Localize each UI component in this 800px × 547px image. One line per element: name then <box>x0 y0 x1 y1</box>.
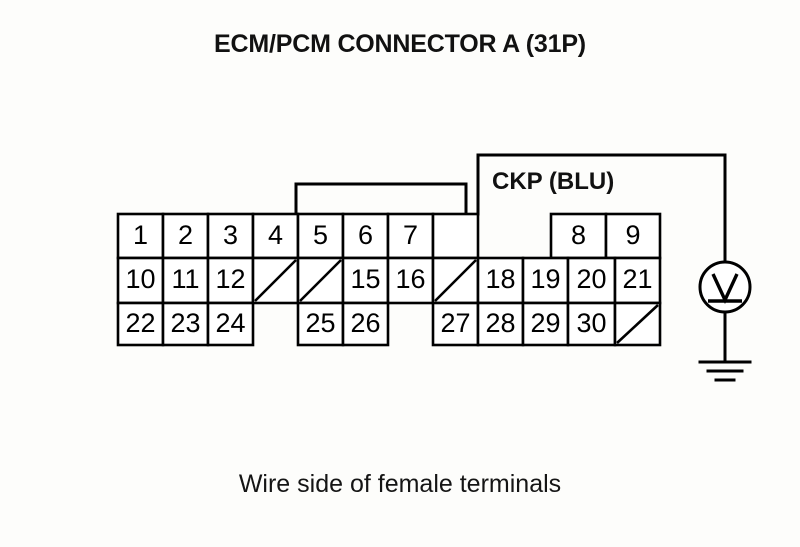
svg-text:15: 15 <box>350 264 380 294</box>
svg-text:4: 4 <box>268 220 283 250</box>
ground-symbol <box>698 360 752 382</box>
pin-cell-15: 15 <box>341 256 390 305</box>
pin-cell-3: 3 <box>206 212 255 260</box>
blank-cell-r2-c8 <box>431 256 480 305</box>
connector-row-1: 1 2 3 4 5 6 7 <box>116 212 662 260</box>
svg-text:21: 21 <box>622 264 652 294</box>
page-title: ECM/PCM CONNECTOR A (31P) <box>214 30 586 58</box>
pin-cell-23: 23 <box>161 301 210 347</box>
svg-text:19: 19 <box>530 264 560 294</box>
svg-text:5: 5 <box>313 220 328 250</box>
svg-text:1: 1 <box>133 220 148 250</box>
svg-text:25: 25 <box>305 308 335 338</box>
ckp-wire-label: CKP (BLU) <box>492 168 615 195</box>
blank-cell-r2-c4 <box>251 256 300 305</box>
svg-text:18: 18 <box>485 264 515 294</box>
pin-cell-11: 11 <box>161 256 210 305</box>
pin-cell-25: 25 <box>296 301 345 347</box>
svg-text:8: 8 <box>571 220 586 250</box>
pin-cell-12: 12 <box>206 256 255 305</box>
pin-cell-29: 29 <box>521 301 570 347</box>
pin-cell-20: 20 <box>566 256 617 305</box>
connector-latch-bracket <box>294 182 468 216</box>
blank-cell-r2-c5 <box>296 256 345 305</box>
svg-text:30: 30 <box>576 308 606 338</box>
ckp-wire-path <box>476 153 727 264</box>
svg-text:29: 29 <box>530 308 560 338</box>
pin-cell-6: 6 <box>341 212 390 260</box>
pin-cell-21: 21 <box>613 256 662 305</box>
diagram-caption: Wire side of female terminals <box>238 470 562 498</box>
pin-cell-18: 18 <box>476 256 525 305</box>
svg-text:3: 3 <box>223 220 238 250</box>
pin-cell-1: 1 <box>116 212 165 260</box>
svg-text:12: 12 <box>215 264 245 294</box>
pin-cell-19: 19 <box>521 256 570 305</box>
pin-cell-22: 22 <box>116 301 165 347</box>
svg-text:22: 22 <box>125 308 155 338</box>
svg-text:10: 10 <box>125 264 155 294</box>
pin-cell-16: 16 <box>386 256 435 305</box>
voltmeter-symbol <box>698 260 752 364</box>
pin-cell-4: 4 <box>251 212 300 260</box>
svg-text:27: 27 <box>440 308 470 338</box>
connector-row-2: 10 11 12 15 <box>116 256 662 305</box>
connector-row-3: 22 23 24 25 26 27 <box>116 301 662 347</box>
pin-cell-28: 28 <box>476 301 525 347</box>
svg-text:16: 16 <box>395 264 425 294</box>
pin-cell-27: 27 <box>431 301 480 347</box>
svg-text:26: 26 <box>350 308 380 338</box>
connector-shoulder-right <box>431 212 480 260</box>
pin-cell-10: 10 <box>116 256 165 305</box>
svg-text:6: 6 <box>358 220 373 250</box>
pin-cell-9: 9 <box>604 212 662 260</box>
svg-text:11: 11 <box>171 264 199 294</box>
pin-cell-26: 26 <box>341 301 390 347</box>
svg-text:20: 20 <box>576 264 606 294</box>
pin-cell-2: 2 <box>161 212 210 260</box>
svg-text:7: 7 <box>403 220 418 250</box>
svg-text:23: 23 <box>170 308 200 338</box>
pin-cell-8: 8 <box>549 212 608 260</box>
pin-cell-7: 7 <box>386 212 435 260</box>
blank-cell-r3-c12 <box>613 301 662 347</box>
svg-text:9: 9 <box>625 220 640 250</box>
pin-cell-24: 24 <box>206 301 255 347</box>
svg-text:24: 24 <box>215 308 245 338</box>
svg-text:2: 2 <box>178 220 193 250</box>
pin-cell-30: 30 <box>566 301 617 347</box>
pin-cell-5: 5 <box>296 212 345 260</box>
svg-text:28: 28 <box>485 308 515 338</box>
